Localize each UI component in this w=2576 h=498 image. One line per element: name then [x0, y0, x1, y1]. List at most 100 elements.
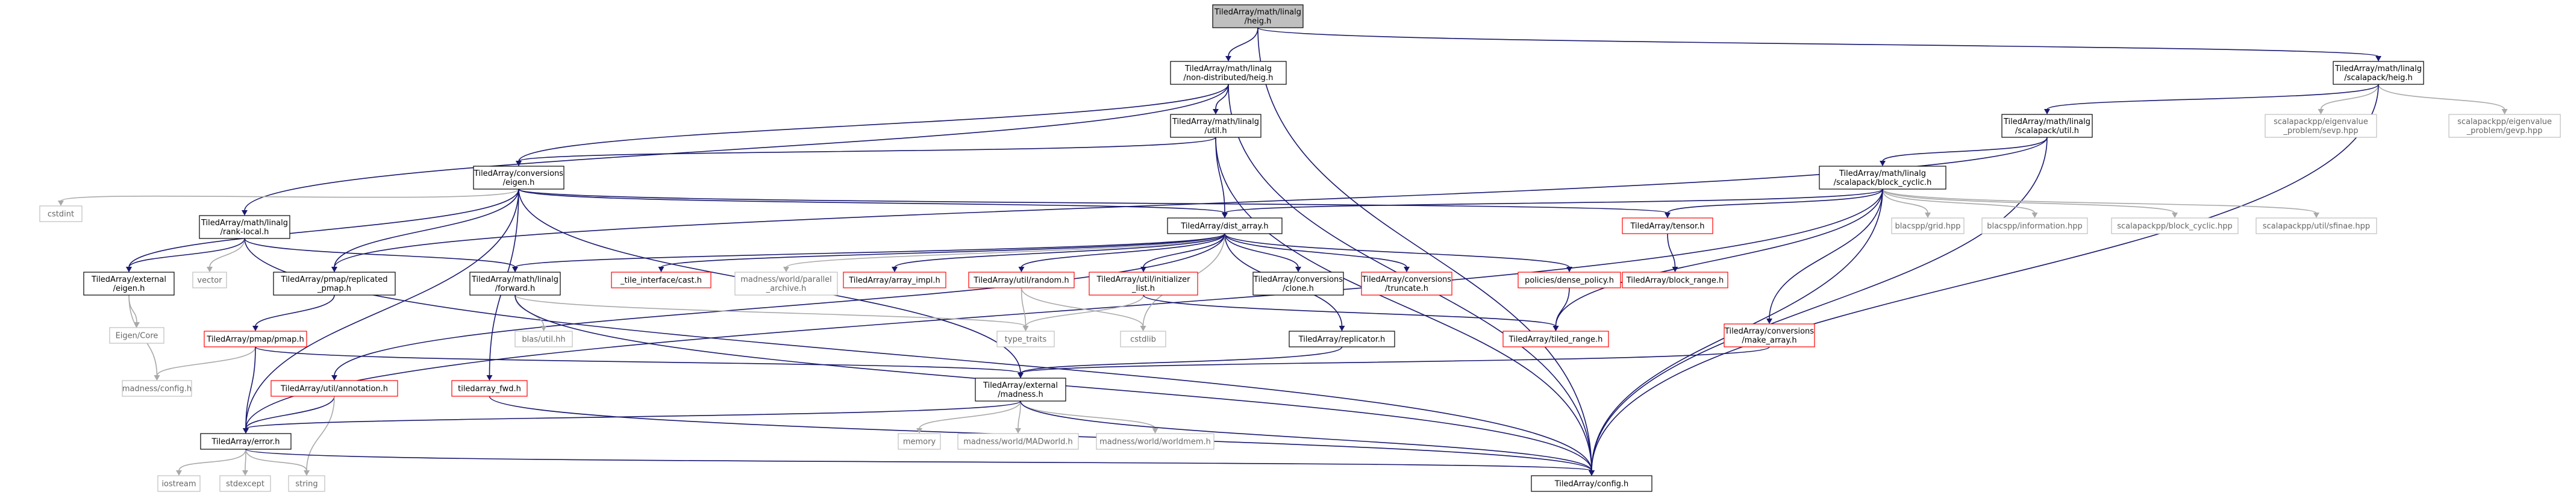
- node-label-line: TiledArray/conversions: [1724, 327, 1814, 336]
- edge-error-to-iostream: [178, 449, 246, 472]
- node-tiled-range[interactable]: TiledArray/tiled_range.h: [1502, 331, 1609, 347]
- node-label-line: TiledArray/conversions: [1253, 275, 1343, 284]
- node-label-line: _pmap.h: [317, 284, 351, 293]
- node-label-line: /eigen.h: [503, 178, 535, 187]
- node-label-line: cstdlib: [1130, 335, 1156, 344]
- node-label-line: vector: [197, 276, 222, 285]
- node-label-line: /scalapack/block_cyclic.h: [1834, 178, 1932, 187]
- node-label-line: madness/config.h: [122, 385, 192, 394]
- edge-pmap-to-mad-config: [156, 346, 256, 376]
- node-block-range[interactable]: TiledArray/block_range.h: [1622, 272, 1728, 288]
- node-box: [192, 272, 227, 288]
- node-make-array[interactable]: TiledArray/conversions/make_array.h: [1724, 323, 1815, 347]
- node-sc-heig[interactable]: TiledArray/math/linalg/scalapack/heig.h: [2333, 61, 2424, 85]
- node-box: [843, 272, 946, 288]
- node-label-line: TiledArray/array_impl.h: [848, 276, 940, 285]
- node-label-line: TiledArray/block_range.h: [1626, 276, 1724, 285]
- node-label-line: /heig.h: [1245, 17, 1272, 26]
- arrowhead: [1140, 326, 1146, 331]
- node-box: [122, 380, 192, 397]
- node-box: [1170, 61, 1287, 85]
- node-root: TiledArray/math/linalg/heig.h: [1212, 4, 1304, 28]
- edge-sc-heig-to-gevp: [2378, 84, 2506, 110]
- node-dist-array[interactable]: TiledArray/dist_array.h: [1167, 217, 1283, 234]
- node-label-line: cstdint: [48, 210, 74, 219]
- node-replicator[interactable]: TiledArray/replicator.h: [1289, 331, 1395, 347]
- node-label-line: TiledArray/replicator.h: [1298, 335, 1386, 344]
- node-box: [204, 331, 307, 347]
- node-box: [611, 272, 711, 288]
- node-label-line: memory: [903, 438, 936, 447]
- node-sc-util[interactable]: TiledArray/math/linalg/scalapack/util.h: [2001, 114, 2093, 138]
- node-mad-config: madness/config.h: [122, 380, 192, 397]
- node-random[interactable]: TiledArray/util/random.h: [968, 272, 1075, 288]
- node-nd-heig[interactable]: TiledArray/math/linalg/non-distributed/h…: [1170, 61, 1287, 85]
- node-box: [2111, 217, 2239, 234]
- edge-dist-array-to-init-list: [1143, 233, 1225, 268]
- node-block-cyclic[interactable]: TiledArray/math/linalg/scalapack/block_c…: [1819, 166, 1946, 190]
- node-pmap-repl[interactable]: TiledArray/pmap/replicated_pmap.h: [273, 272, 396, 296]
- node-error[interactable]: TiledArray/error.h: [200, 433, 292, 450]
- node-truncate[interactable]: TiledArray/conversions/truncate.h: [1361, 272, 1452, 296]
- node-box: [39, 205, 83, 222]
- edge-root-to-config: [1257, 27, 1592, 472]
- node-array-impl[interactable]: TiledArray/array_impl.h: [843, 272, 946, 288]
- node-label-line: scalapackpp/util/sfinae.hpp: [2263, 222, 2370, 231]
- node-forward[interactable]: TiledArray/math/linalg/forward.h: [469, 272, 561, 296]
- node-layer: TiledArray/math/linalg/heig.hTiledArray/…: [39, 4, 2561, 492]
- node-rank-local[interactable]: TiledArray/math/linalg/rank-local.h: [199, 215, 290, 239]
- node-box: [1502, 331, 1609, 347]
- edge-sc-heig-to-config: [1591, 84, 2379, 472]
- node-nd-util[interactable]: TiledArray/math/linalg/util.h: [1170, 114, 1261, 138]
- node-box: [1819, 166, 1946, 190]
- node-label-line: scalapackpp/eigenvalue: [2457, 117, 2552, 126]
- node-ext-eigen[interactable]: TiledArray/external/eigen.h: [83, 272, 175, 296]
- edge-pmap-to-ext-madness: [255, 346, 1021, 374]
- node-box: [1170, 114, 1261, 138]
- node-config[interactable]: TiledArray/config.h: [1531, 475, 1652, 492]
- arrowhead: [1022, 326, 1029, 331]
- node-box: [1531, 475, 1652, 492]
- arrowhead: [916, 428, 922, 434]
- node-label-line: TiledArray/external: [983, 381, 1058, 390]
- node-label-line: TiledArray/external: [91, 275, 166, 284]
- node-label-line: /non-distributed/heig.h: [1184, 73, 1274, 82]
- edge-init-list-to-type-traits: [1025, 294, 1144, 327]
- node-label-line: TiledArray/conversions: [1361, 275, 1451, 284]
- node-tiledarray-fwd[interactable]: tiledarray_fwd.h: [451, 380, 528, 397]
- arrowhead: [2313, 213, 2319, 218]
- node-label-line: type_traits: [1005, 335, 1047, 344]
- arrowhead: [1566, 267, 1572, 272]
- node-string: string: [288, 475, 325, 492]
- edge-block-cyclic-to-tensor: [1667, 188, 1883, 214]
- node-parallel-archive: madness/world/parallel_archive.h: [734, 272, 838, 296]
- node-tensor[interactable]: TiledArray/tensor.h: [1622, 217, 1713, 234]
- node-tile-iface[interactable]: _tile_interface/cast.h: [611, 272, 711, 288]
- node-box: [968, 272, 1075, 288]
- node-ext-madness[interactable]: TiledArray/external/madness.h: [975, 378, 1066, 402]
- arrowhead: [242, 210, 248, 216]
- arrowhead: [1225, 56, 1231, 61]
- arrowhead: [2172, 213, 2178, 218]
- node-label-line: tiledarray_fwd.h: [458, 385, 521, 394]
- node-init-list[interactable]: TiledArray/util/initializer_list.h: [1089, 272, 1198, 296]
- edge-conv-eigen-to-ext-eigen: [128, 188, 519, 268]
- edge-ext-madness-to-error: [245, 400, 1021, 429]
- node-annotation[interactable]: TiledArray/util/annotation.h: [270, 380, 398, 397]
- node-dense-policy[interactable]: policies/dense_policy.h: [1518, 272, 1621, 288]
- node-pmap[interactable]: TiledArray/pmap/pmap.h: [204, 331, 307, 347]
- arrowhead: [658, 267, 664, 272]
- arrowhead: [1589, 470, 1595, 476]
- node-label-line: TiledArray/math/linalg: [1214, 8, 1301, 17]
- arrowhead: [126, 267, 132, 272]
- node-box: [83, 272, 175, 296]
- node-conv-eigen[interactable]: TiledArray/conversions/eigen.h: [473, 166, 564, 190]
- node-box: [957, 433, 1079, 450]
- edge-block-cyclic-to-grid: [1882, 188, 1928, 214]
- node-label-line: madness/world/parallel: [740, 275, 832, 284]
- node-label-line: madness/world/MADworld.h: [963, 438, 1073, 447]
- arrowhead: [2501, 109, 2508, 114]
- node-clone[interactable]: TiledArray/conversions/clone.h: [1252, 272, 1344, 296]
- edge-dist-array-to-dense-policy: [1224, 233, 1570, 268]
- arrowhead: [516, 161, 522, 166]
